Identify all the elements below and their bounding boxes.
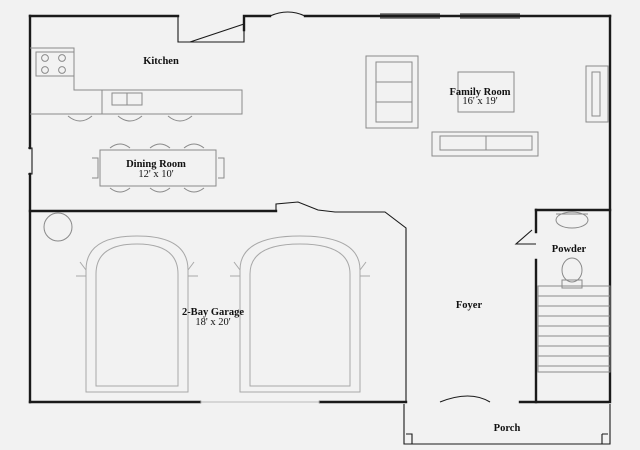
media-console: [585, 65, 609, 123]
sofa: [365, 55, 419, 129]
garage-dims: 18' x 20': [195, 317, 230, 328]
powder-fixtures: [555, 211, 589, 289]
porch-label: Porch: [494, 423, 521, 434]
toilet: [561, 257, 583, 283]
garage-label: 2-Bay Garage: [182, 307, 244, 318]
powder-label: Powder: [552, 244, 587, 255]
dining-room-dims: 12' x 10': [138, 169, 173, 180]
kitchen-fixtures: [30, 47, 243, 122]
garage-contents: [43, 212, 370, 403]
family-room-furniture: [365, 55, 609, 157]
porch-structure: [403, 395, 611, 445]
family-room-label: Family Room: [450, 87, 511, 98]
family-room-dims: 16' x 19': [462, 96, 497, 107]
foyer-label: Foyer: [456, 300, 483, 311]
kitchen-label: Kitchen: [143, 56, 179, 67]
dining-table: [92, 143, 225, 193]
car-right: [239, 235, 361, 393]
powder-sink: [555, 211, 589, 229]
stairs: [537, 285, 611, 373]
car-left: [85, 235, 189, 393]
interior-walls: [28, 201, 612, 404]
dining-room-label: Dining Room: [126, 159, 186, 170]
water-heater: [43, 212, 73, 242]
coffee-table: [457, 71, 515, 113]
exterior-walls: [28, 11, 612, 404]
cooktop: [35, 51, 75, 77]
